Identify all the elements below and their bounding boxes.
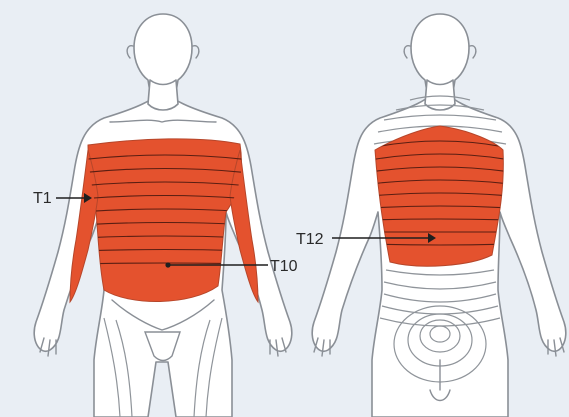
back-head bbox=[411, 14, 469, 95]
label-t1: T1 bbox=[33, 190, 52, 207]
front-body bbox=[34, 14, 292, 417]
label-t10: T10 bbox=[270, 258, 298, 275]
front-head bbox=[134, 14, 192, 95]
back-body bbox=[312, 14, 566, 417]
front-dermatome-region bbox=[88, 139, 241, 302]
label-t12: T12 bbox=[296, 231, 324, 248]
front-neck bbox=[148, 80, 178, 110]
